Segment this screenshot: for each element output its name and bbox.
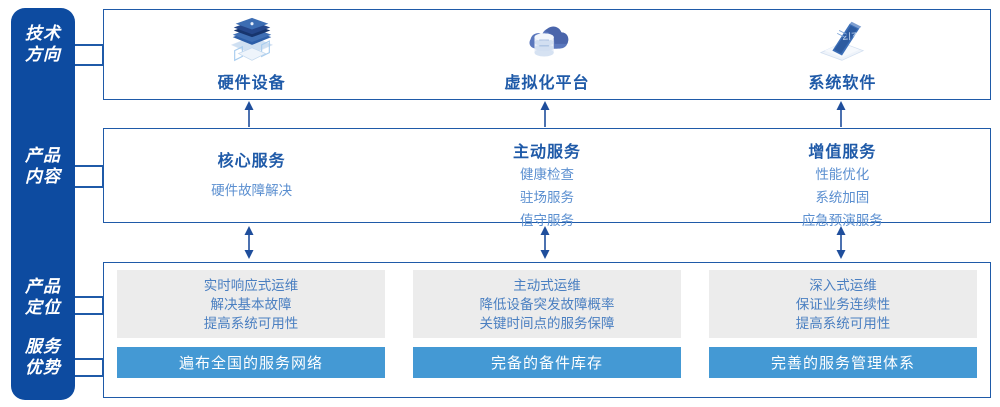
up-arrow-3 — [836, 101, 846, 127]
sidebar-label-line2: 定位 — [25, 298, 61, 317]
connector-line — [75, 358, 103, 360]
positioning-line: 关键时间点的服务保障 — [479, 315, 615, 331]
sidebar-label-line1: 产品 — [25, 277, 61, 296]
tech-column-system-software[interactable]: </> 系统软件 — [695, 10, 990, 99]
sidebar-item-tech-direction[interactable]: 技术 方向 — [11, 23, 75, 65]
tech-label: 虚拟化平台 — [504, 75, 590, 92]
positioning-box: 实时响应式运维 解决基本故障 提高系统可用性 — [117, 270, 385, 338]
connector-line — [101, 296, 103, 314]
connector-line — [75, 44, 103, 46]
content-item: 驻场服务 — [519, 190, 574, 205]
advantage-bar[interactable]: 完备的备件库存 — [413, 347, 681, 378]
server-stack-icon — [230, 17, 273, 62]
tech-label: 系统软件 — [808, 75, 877, 92]
bottom-column-2[interactable]: 主动式运维 降低设备突发故障概率 关键时间点的服务保障 完备的备件库存 — [399, 262, 695, 378]
positioning-line: 主动式运维 — [513, 277, 581, 293]
advantage-bar[interactable]: 遍布全国的服务网络 — [117, 347, 385, 378]
positioning-line: 提高系统可用性 — [203, 315, 299, 331]
content-item: 值守服务 — [519, 213, 574, 228]
cloud-database-icon — [529, 26, 569, 57]
tech-label: 硬件设备 — [217, 75, 286, 92]
sidebar-label-line1: 服务 — [25, 337, 61, 356]
sidebar-label-line1: 技术 — [25, 24, 61, 43]
content-item: 硬件故障解决 — [211, 182, 293, 198]
content-item: 应急预演服务 — [801, 213, 883, 228]
content-column-core-service[interactable]: 核心服务 硬件故障解决 — [104, 129, 399, 222]
sidebar-item-product-content[interactable]: 产品 内容 — [11, 145, 75, 187]
content-item: 健康检查 — [519, 167, 574, 182]
bottom-column-3[interactable]: 深入式运维 保证业务连续性 提高系统可用性 完善的服务管理体系 — [695, 262, 991, 378]
laptop-code-icon: </> — [820, 21, 865, 61]
double-arrow-2 — [540, 226, 550, 259]
content-column-proactive-service[interactable]: 主动服务 健康检查 驻场服务 值守服务 — [399, 129, 694, 228]
tech-direction-panel: 硬件设备 虚拟 — [103, 9, 991, 100]
positioning-box: 深入式运维 保证业务连续性 提高系统可用性 — [709, 270, 977, 338]
content-item: 性能优化 — [815, 167, 870, 182]
connector-line — [101, 165, 103, 187]
connector-line — [75, 375, 103, 377]
product-content-panel: 核心服务 硬件故障解决 主动服务 健康检查 驻场服务 值守服务 增值服务 性能优… — [103, 128, 991, 228]
sidebar-label-line2: 优势 — [25, 358, 61, 377]
content-column-value-added-service[interactable]: 增值服务 性能优化 系统加固 应急预演服务 — [695, 129, 990, 228]
sidebar-label-line2: 方向 — [25, 45, 61, 64]
sidebar-panel — [11, 8, 75, 400]
connector-line — [101, 44, 103, 65]
connector-line — [75, 186, 103, 188]
positioning-line: 解决基本故障 — [210, 296, 292, 312]
sidebar-label-line1: 产品 — [25, 146, 61, 165]
positioning-line: 提高系统可用性 — [795, 315, 891, 331]
connector-line — [75, 313, 103, 315]
content-title: 增值服务 — [808, 144, 877, 161]
double-arrow-1 — [244, 226, 254, 259]
up-arrow-2 — [540, 101, 550, 127]
content-title: 主动服务 — [512, 144, 581, 161]
sidebar-item-product-position[interactable]: 产品 定位 — [11, 276, 75, 318]
connector-line — [75, 64, 103, 66]
double-arrow-3 — [836, 226, 846, 259]
connector-line — [75, 296, 103, 298]
positioning-line: 降低设备突发故障概率 — [479, 296, 615, 312]
positioning-line: 实时响应式运维 — [203, 277, 299, 293]
content-item: 系统加固 — [815, 190, 870, 205]
up-arrow-1 — [244, 101, 254, 127]
tech-column-hardware[interactable]: 硬件设备 — [104, 10, 399, 99]
positioning-line: 保证业务连续性 — [795, 296, 891, 312]
positioning-box: 主动式运维 降低设备突发故障概率 关键时间点的服务保障 — [413, 270, 681, 338]
connector-line — [101, 358, 103, 376]
connector-line — [75, 165, 103, 167]
bottom-column-1[interactable]: 实时响应式运维 解决基本故障 提高系统可用性 遍布全国的服务网络 — [103, 262, 399, 378]
bottom-content-wrap: 实时响应式运维 解决基本故障 提高系统可用性 遍布全国的服务网络 主动式运维 降… — [103, 262, 991, 398]
advantage-bar[interactable]: 完善的服务管理体系 — [709, 347, 977, 378]
positioning-line: 深入式运维 — [809, 277, 877, 293]
tech-column-virtualization[interactable]: 虚拟化平台 — [399, 10, 694, 99]
sidebar-label-line2: 内容 — [25, 167, 61, 186]
content-title: 核心服务 — [217, 152, 286, 170]
sidebar-item-service-advantage[interactable]: 服务 优势 — [11, 336, 75, 378]
